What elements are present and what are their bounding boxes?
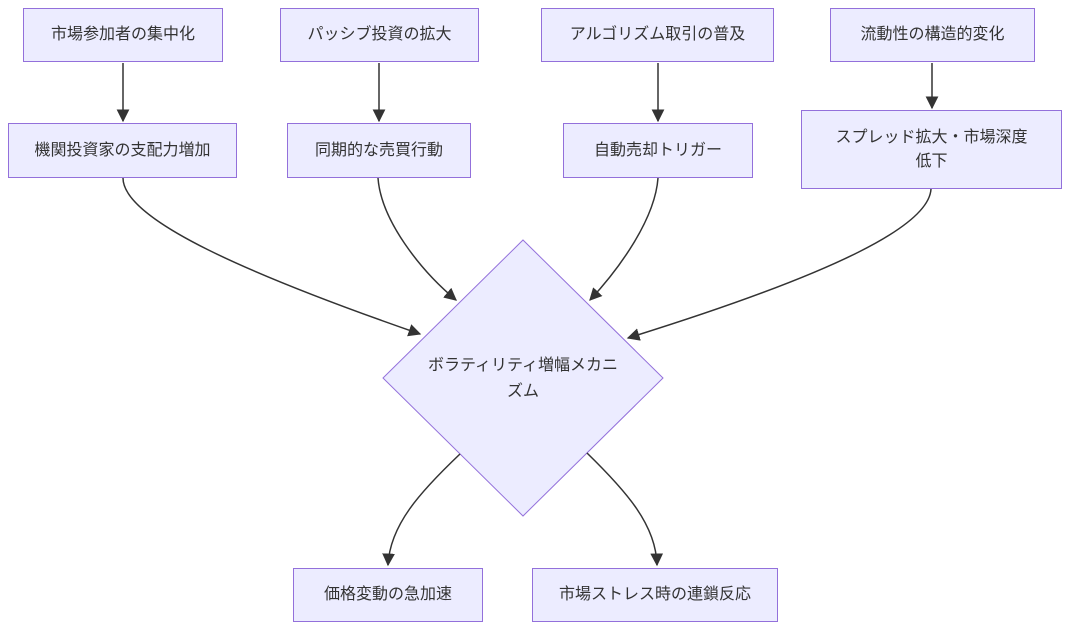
edge-institutional-dominance-to-volatility-mechanism [122,177,422,337]
node-algo-trading: アルゴリズム取引の普及 [541,8,774,62]
node-chain-reaction: 市場ストレス時の連鎖反応 [532,568,778,622]
node-passive-investing: パッシブ投資の拡大 [280,8,479,62]
edge-volatility-mechanism-to-chain-reaction [586,452,664,567]
node-auto-sell-trigger: 自動売却トリガー [563,123,753,178]
node-liquidity-shift: 流動性の構造的変化 [830,8,1035,62]
edge-auto-sell-trigger-to-volatility-mechanism [589,177,659,301]
edge-spread-widening-to-volatility-mechanism [626,188,932,341]
node-spread-widening: スプレッド拡大・市場深度 低下 [801,110,1062,189]
node-market-concentration: 市場参加者の集中化 [23,8,223,62]
node-price-acceleration: 価格変動の急加速 [293,568,483,622]
node-synchronized-trading: 同期的な売買行動 [287,123,471,178]
edge-synchronized-trading-to-volatility-mechanism [377,177,457,301]
node-institutional-dominance: 機関投資家の支配力増加 [8,123,237,178]
node-volatility-mechanism-shape [382,239,664,517]
edge-volatility-mechanism-to-price-acceleration [382,453,461,567]
node-volatility-mechanism-label: ボラティリティ増幅メカニ ズム [427,357,619,400]
